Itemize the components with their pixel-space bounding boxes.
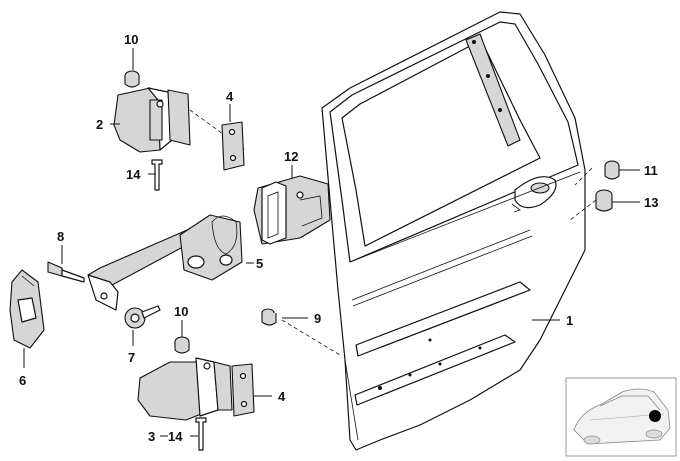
callout-7: 7 bbox=[128, 350, 135, 365]
callout-3: 3 bbox=[148, 429, 155, 444]
callout-6: 6 bbox=[19, 373, 26, 388]
callout-1: 1 bbox=[566, 313, 573, 328]
callout-10-upper: 10 bbox=[124, 32, 138, 47]
callout-14-upper: 14 bbox=[126, 167, 141, 182]
callout-leader-lines bbox=[23, 48, 640, 437]
callout-2: 2 bbox=[96, 117, 103, 132]
upper-hinge-assembly bbox=[113, 70, 245, 191]
callout-5: 5 bbox=[256, 256, 263, 271]
lower-hinge-assembly bbox=[137, 336, 255, 451]
grommet-11 bbox=[604, 160, 620, 180]
callout-14-lower: 14 bbox=[168, 429, 183, 444]
callout-labels: 10 2 4 14 12 8 5 6 7 10 9 1 11 13 4 3 14 bbox=[19, 32, 658, 444]
callout-13: 13 bbox=[644, 195, 658, 210]
locator-marker-dot bbox=[649, 410, 661, 422]
grommet-13 bbox=[595, 189, 613, 212]
callout-8: 8 bbox=[57, 229, 64, 244]
callout-10-lower: 10 bbox=[174, 304, 188, 319]
door-lock-striker-housing bbox=[253, 175, 331, 245]
callout-4-upper: 4 bbox=[226, 89, 234, 104]
vehicle-locator-thumbnail bbox=[565, 377, 677, 457]
callout-12: 12 bbox=[284, 149, 298, 164]
callout-11: 11 bbox=[644, 163, 658, 178]
callout-4-lower: 4 bbox=[278, 389, 286, 404]
door-check-strap-assembly bbox=[9, 214, 243, 349]
rear-door-panel bbox=[321, 11, 586, 451]
callout-9: 9 bbox=[314, 311, 321, 326]
clip-fastener-9 bbox=[261, 308, 277, 326]
